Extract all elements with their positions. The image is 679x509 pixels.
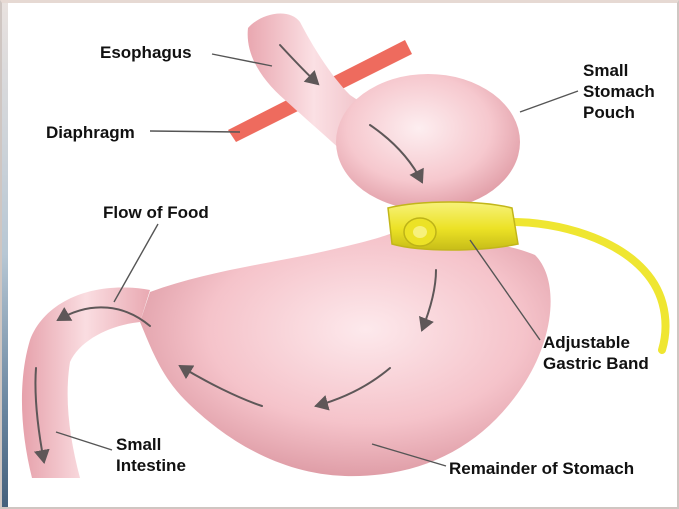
image-frame [0, 0, 679, 509]
gastric-band-diagram: Esophagus Diaphragm Small Stomach Pouch … [0, 0, 679, 509]
